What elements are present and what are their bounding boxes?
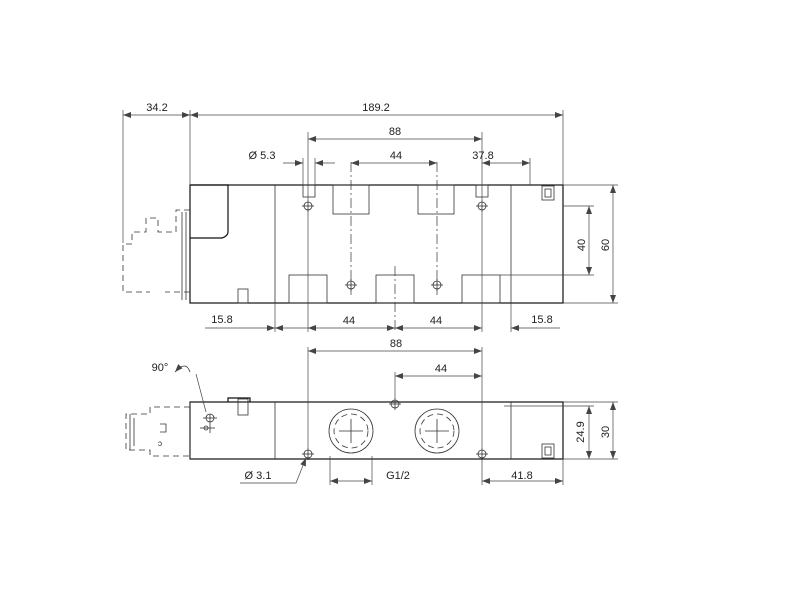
solenoid-connector	[122, 209, 190, 300]
dim-port-pitch: 44	[390, 150, 402, 162]
dim-height-side: 30	[600, 426, 612, 438]
dim-pitch-b: 44	[430, 315, 442, 327]
solenoid-connector-side: ↄ	[125, 406, 190, 457]
dim-hole-dia-side: Ø 3.1	[245, 470, 272, 482]
dim-pilot-pitch: 88	[389, 126, 401, 138]
side-hole-left	[302, 448, 314, 460]
svg-text:ↄ: ↄ	[158, 439, 162, 448]
port-circle-2	[414, 408, 460, 454]
port-top-right	[417, 184, 455, 215]
dim-port-pitch-side: 44	[435, 363, 447, 375]
dim-left-margin: 15.8	[211, 314, 232, 326]
dim-height: 60	[600, 239, 612, 251]
dim-inner-height-side: 24.9	[575, 421, 587, 442]
dim-solenoid: 34.2	[146, 102, 167, 114]
solenoid-housing	[190, 184, 229, 239]
dim-right-margin: 15.8	[531, 314, 552, 326]
top-view: 34.2 189.2 88 Ø 5.3 44 37.8 40 60 15.8 4…	[122, 102, 618, 332]
rotation-indicator	[174, 364, 217, 433]
dim-pilot-pitch-side: 88	[390, 338, 402, 350]
side-hole-right	[476, 448, 488, 460]
dim-hole-dia: Ø 5.3	[249, 150, 276, 162]
rotation-label: 90°	[152, 362, 169, 374]
port-bottom-3	[461, 274, 501, 304]
dim-hole-offset: 37.8	[472, 150, 493, 162]
dim-end-offset: 41.8	[511, 470, 532, 482]
valve-body-side-outline	[189, 401, 564, 460]
dim-inner-height: 40	[576, 239, 588, 251]
dim-pitch-a: 44	[343, 315, 355, 327]
port-circle-1	[328, 408, 374, 454]
valve-body-outline	[189, 184, 564, 304]
side-hole-top	[389, 398, 401, 410]
front-view: ↄ	[125, 338, 618, 485]
port-thread-label: G1/2	[386, 470, 410, 482]
dim-total-length: 189.2	[362, 102, 390, 114]
